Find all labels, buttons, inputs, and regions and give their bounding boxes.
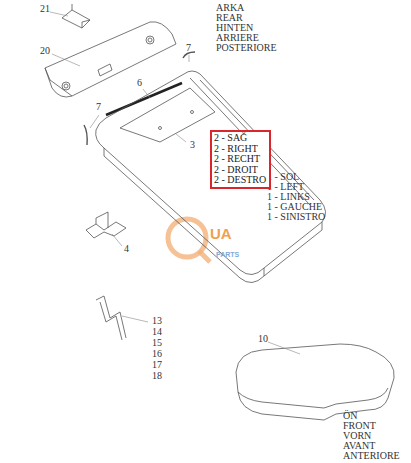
callout-number: 15 <box>152 338 162 348</box>
side-label: 2 - SAĞ <box>214 133 267 144</box>
highlight-box: 2 - SAĞ2 - RIGHT2 - RECHT2 - DROIT2 - DE… <box>210 130 271 189</box>
direction-label: ARRIERE <box>216 33 259 43</box>
side-label: 1 - SOL <box>267 172 299 182</box>
callout-number: 20 <box>40 46 50 56</box>
direction-label: HINTEN <box>216 23 253 33</box>
direction-label: REAR <box>216 13 243 23</box>
side-label: 2 - RECHT <box>214 154 267 165</box>
clip-13-18 <box>96 296 126 340</box>
callout-number: 13 <box>152 316 162 326</box>
side-label: 2 - DESTRO <box>214 175 267 186</box>
watermark: UA <box>210 226 232 242</box>
callout-number: 16 <box>152 349 162 359</box>
side-label: 2 - DROIT <box>214 165 267 176</box>
console-body <box>96 71 326 275</box>
callout-number: 6 <box>137 78 142 88</box>
callout-number: 10 <box>258 334 268 344</box>
callout-number: 17 <box>152 360 162 370</box>
bracket-21 <box>62 4 90 28</box>
side-label: 1 - SINISTRO <box>267 212 325 222</box>
callout-number: 3 <box>190 140 195 150</box>
leader-lines <box>50 12 300 354</box>
callout-number: 7 <box>96 102 101 112</box>
watermark: PARTS <box>216 250 239 260</box>
direction-label: ARKA <box>216 3 244 13</box>
callout-number: 4 <box>124 244 129 254</box>
bracket-4 <box>86 212 126 238</box>
direction-label: ANTERIORE <box>343 451 400 461</box>
watermark-logo <box>168 219 210 262</box>
direction-label: ÖN <box>343 411 357 421</box>
callout-number: 14 <box>152 327 162 337</box>
callout-number: 7 <box>186 43 191 53</box>
plate-3 <box>120 88 215 142</box>
side-label: 1 - GAUCHE <box>267 202 322 212</box>
side-label: 1 - LEFT <box>267 182 304 192</box>
side-label: 1 - LINKS <box>267 192 310 202</box>
callout-number: 18 <box>152 371 162 381</box>
direction-label: FRONT <box>343 421 376 431</box>
direction-label: VORN <box>343 431 371 441</box>
cushion-10 <box>236 344 394 420</box>
direction-label: AVANT <box>343 441 375 451</box>
callout-number: 21 <box>40 4 50 14</box>
panel-20 <box>45 22 176 97</box>
direction-label: POSTERIORE <box>216 43 277 53</box>
side-label: 2 - RIGHT <box>214 144 267 155</box>
